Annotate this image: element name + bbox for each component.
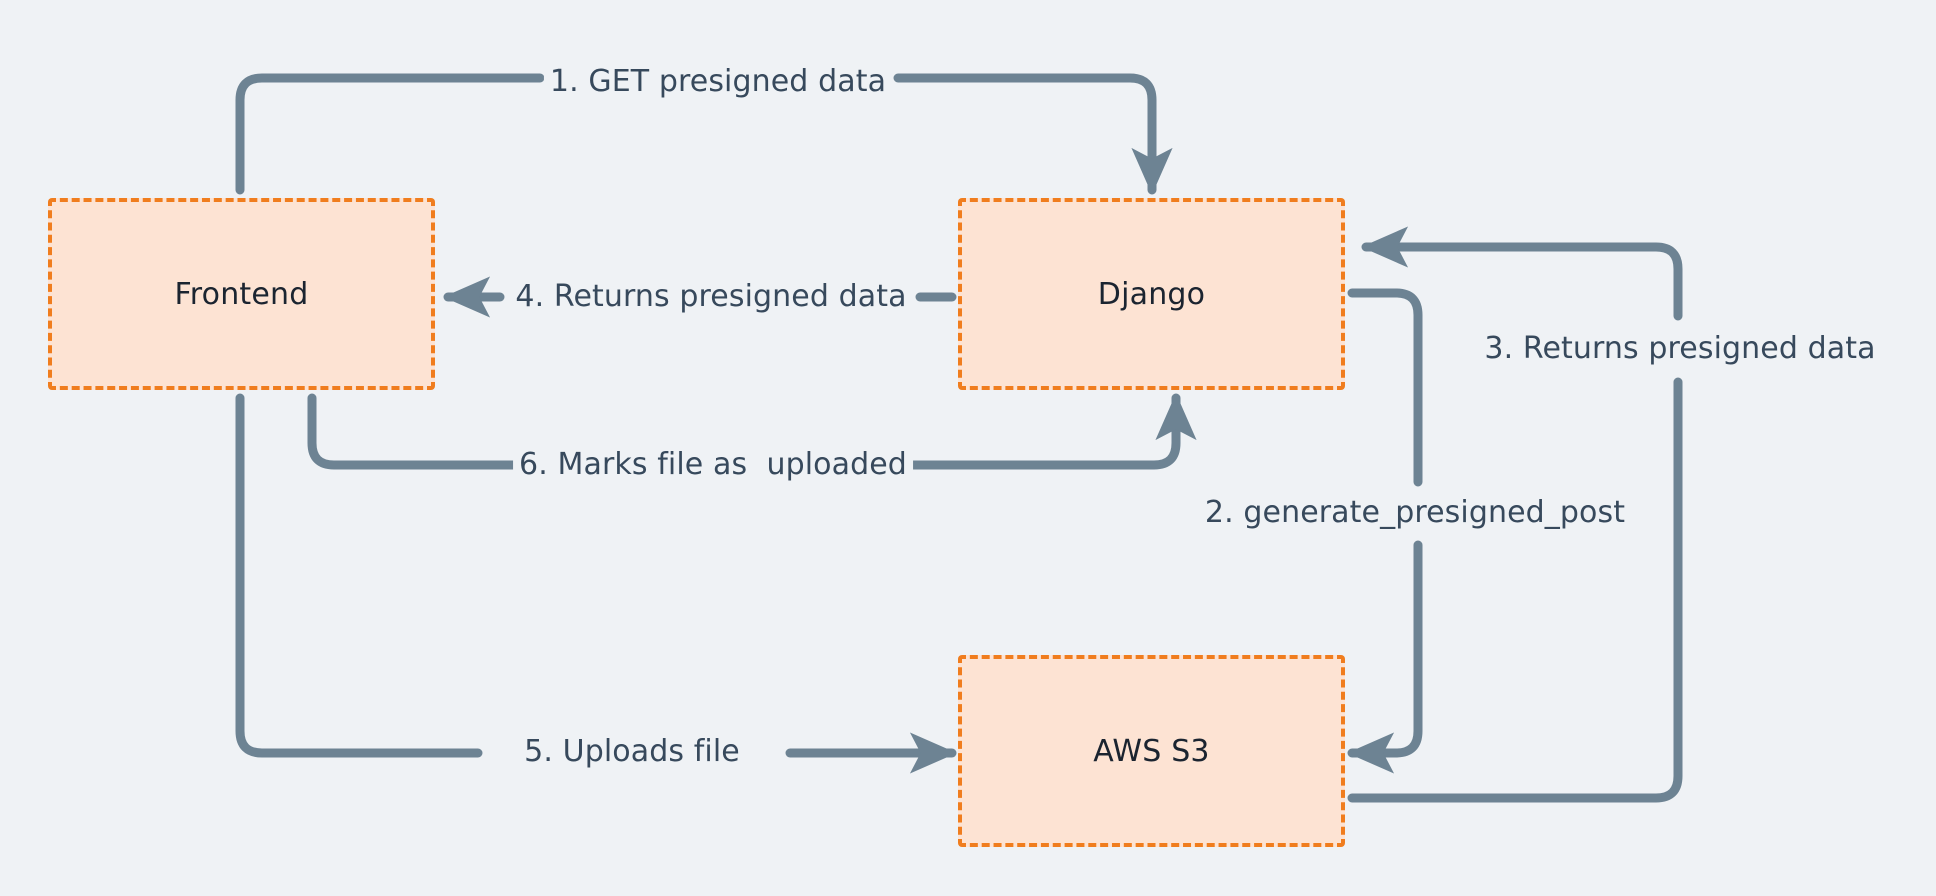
node-django[interactable]: Django [958,198,1345,390]
edge-6-path-right [887,393,1197,470]
edge-6-path-left [307,393,541,470]
node-frontend-label: Frontend [174,276,309,312]
edge-label-1: 1. GET presigned data [543,64,893,100]
edge-3-path-bottom [1347,377,1683,803]
edge-2-path-top [1347,288,1423,487]
edge-label-6: 6. Marks file as uploaded [513,447,913,483]
edge-label-5: 5. Uploads file [518,734,746,770]
edge-3-path-top [1361,226,1683,321]
node-frontend[interactable]: Frontend [48,198,435,390]
edge-2-path-bottom [1347,540,1423,774]
edge-label-4: 4. Returns presigned data [509,279,913,315]
edge-label-2: 2. generate_presigned_post [1198,495,1632,531]
node-django-label: Django [1097,276,1206,312]
node-aws-s3[interactable]: AWS S3 [958,655,1345,847]
edge-label-3: 3. Returns presigned data [1478,331,1882,367]
edge-1-path-right [893,73,1173,195]
edge-1-path-left [235,73,545,195]
edge-5-path-left [235,393,483,758]
node-aws-s3-label: AWS S3 [1093,733,1210,769]
